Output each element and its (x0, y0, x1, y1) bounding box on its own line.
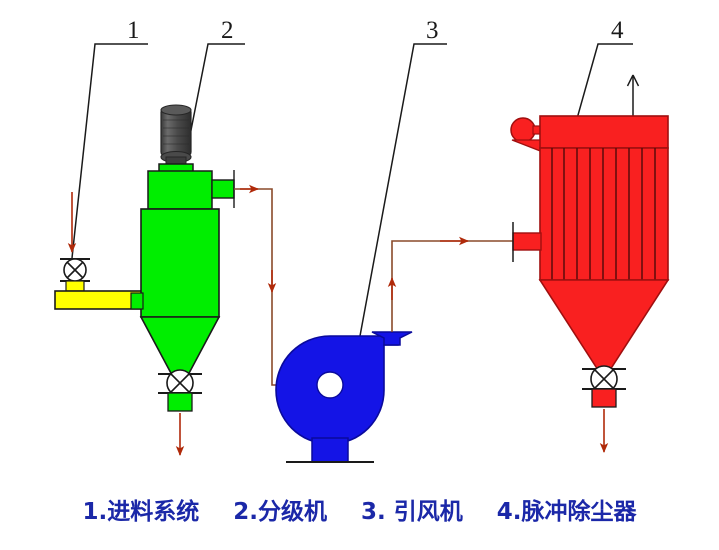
caption-item-1: 1.进料系统 (82, 499, 200, 525)
classifier-discharge-chute (167, 392, 193, 412)
classifier-cone (139, 316, 221, 378)
duct-fan-to-collector (387, 236, 513, 332)
classifier-group (130, 104, 235, 456)
collector-hopper-cone (538, 279, 670, 371)
motor-top-cap (160, 104, 192, 116)
classifier-outlet-duct (211, 179, 235, 199)
callout-label-2: 2 (221, 17, 234, 44)
clean-air-plenum (539, 115, 669, 149)
caption-item-3: 3. 引风机 (361, 499, 463, 525)
callout-leader-1 (71, 43, 148, 259)
diagram-caption: 1.进料系统 2.分级机 3. 引风机 4.脉冲除尘器 (0, 492, 719, 526)
filter-bag-chamber (539, 147, 669, 281)
compressed-air-tank (510, 117, 536, 143)
classifier-upper-housing (147, 170, 213, 210)
filter-bags (551, 148, 656, 280)
collector-valve-cross (594, 369, 614, 389)
fan-outlet-flare (371, 331, 413, 346)
feed-valve-neck (65, 280, 85, 292)
classifier-valve-cross (170, 373, 190, 393)
callout-label-4: 4 (611, 17, 624, 44)
classifier-inlet-stub (130, 292, 144, 310)
pulse-dust-collector-group (510, 74, 670, 453)
feed-valve-cross (66, 261, 84, 279)
callout-leader-3 (354, 43, 447, 364)
caption-item-2: 2.分级机 (233, 499, 327, 525)
fan-pedestal (311, 437, 349, 463)
collector-discharge-chute (591, 388, 617, 408)
caption-item-4: 4.脉冲除尘器 (496, 499, 637, 525)
motor-fins (163, 119, 189, 145)
classifier-body (140, 208, 220, 318)
air-tank-bracket (511, 139, 544, 153)
collector-inlet-duct (512, 232, 542, 251)
fan-hub (316, 371, 344, 399)
induced-draft-fan-group (275, 331, 413, 463)
callout-label-3: 3 (426, 17, 439, 44)
callout-label-1: 1 (127, 17, 140, 44)
